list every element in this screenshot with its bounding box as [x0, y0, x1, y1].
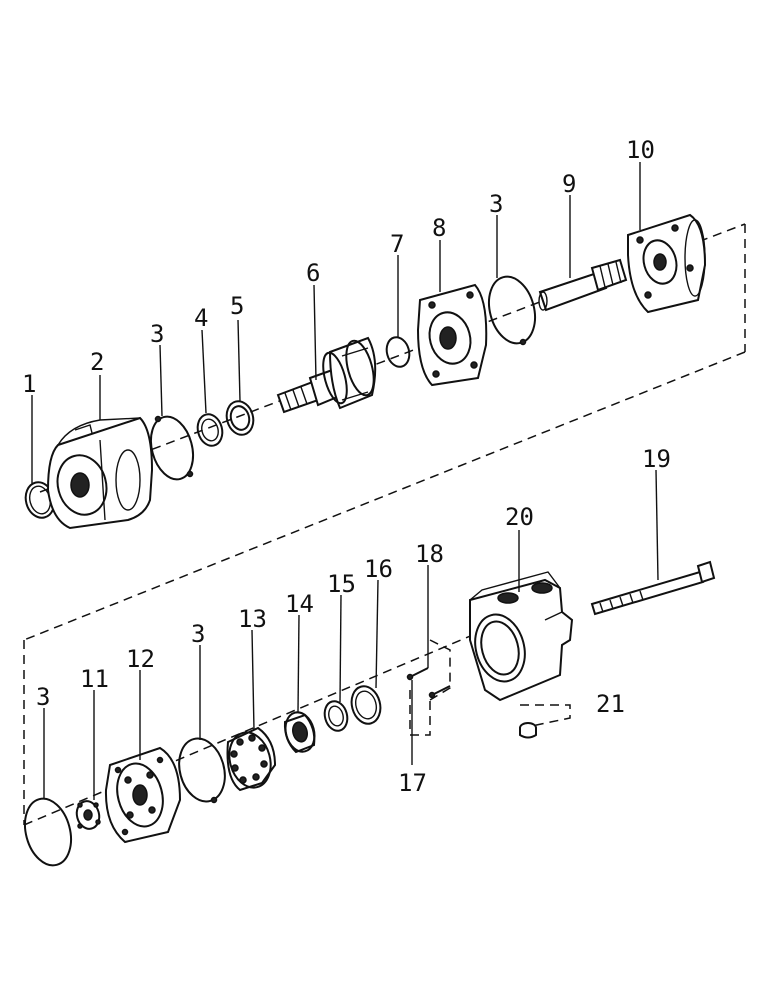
part-4-washer — [196, 413, 224, 447]
part-5-seal — [225, 400, 255, 436]
part-8-bearing-plate — [416, 283, 488, 387]
label-18: 18 — [415, 540, 444, 568]
part-2-front-housing — [46, 416, 154, 530]
label-5: 5 — [230, 292, 244, 320]
label-9: 9 — [562, 170, 576, 198]
part-10-end-cap — [627, 213, 707, 314]
label-2: 2 — [90, 348, 104, 376]
part-17-pin — [428, 685, 451, 699]
label-21: 21 — [596, 690, 625, 718]
label-7: 7 — [390, 230, 404, 258]
label-17: 17 — [398, 769, 427, 797]
part-11-gear — [75, 800, 101, 830]
part-9-drive-shaft — [538, 258, 628, 312]
part-21-plug — [519, 722, 537, 739]
part-3-o-ring-lower-left — [23, 797, 73, 867]
label-13: 13 — [238, 605, 267, 633]
leader-lines — [31, 162, 659, 800]
part-7-ring — [385, 336, 411, 368]
part-13-gerotor — [226, 726, 277, 792]
part-15-washer — [323, 700, 349, 732]
label-4: 4 — [194, 304, 208, 332]
label-11: 11 — [80, 665, 109, 693]
part-6-output-shaft — [276, 336, 377, 414]
label-20: 20 — [505, 503, 534, 531]
label-1: 1 — [22, 370, 36, 398]
part-3-o-ring-upper-left — [149, 415, 195, 481]
label-3b: 3 — [489, 190, 503, 218]
part-18-pin — [406, 667, 429, 681]
part-12-port-plate — [104, 746, 182, 844]
part-19-bolt — [590, 560, 716, 616]
callout-labels: 1 2 3 4 5 6 7 8 3 9 10 19 20 18 16 15 14… — [22, 136, 671, 797]
label-14: 14 — [285, 590, 314, 618]
label-3d: 3 — [36, 683, 50, 711]
part-16-ring — [350, 685, 382, 725]
label-12: 12 — [126, 645, 155, 673]
label-6: 6 — [306, 259, 320, 287]
part-3-o-ring-lower-middle — [178, 737, 226, 804]
label-8: 8 — [432, 214, 446, 242]
label-15: 15 — [327, 570, 356, 598]
part-3-o-ring-upper-right — [487, 275, 537, 346]
label-3a: 3 — [150, 320, 164, 348]
label-3c: 3 — [191, 620, 205, 648]
part-14-bearing — [283, 711, 316, 754]
label-19: 19 — [642, 445, 671, 473]
part-20-valve-housing — [469, 571, 574, 702]
label-10: 10 — [626, 136, 655, 164]
assembly-dash-lines — [23, 223, 746, 826]
label-16: 16 — [364, 555, 393, 583]
